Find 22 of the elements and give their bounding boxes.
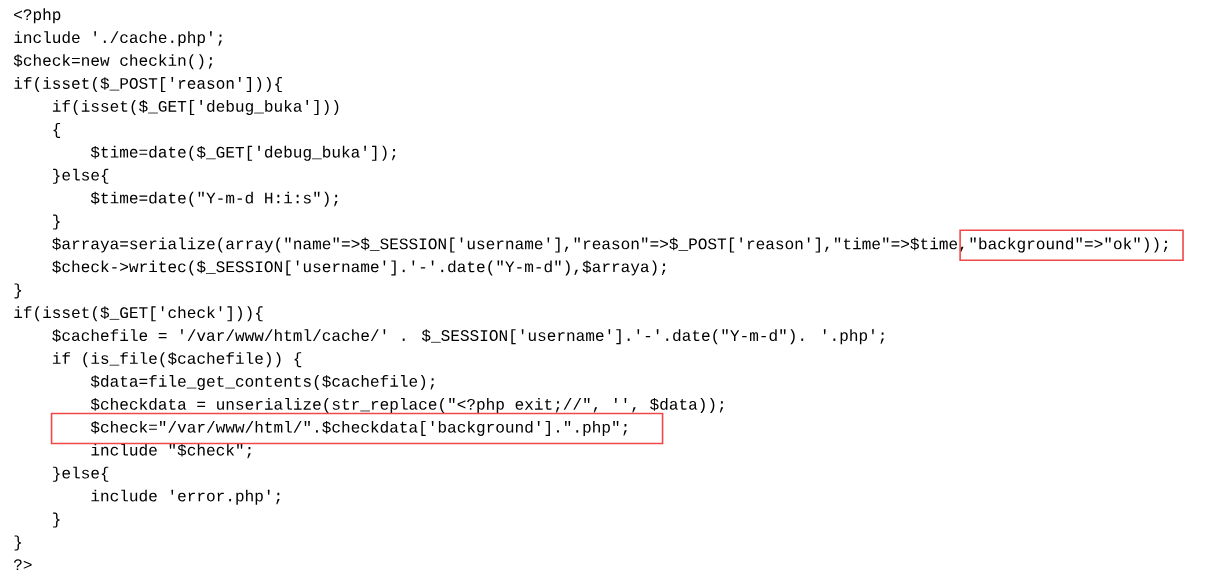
code-line: if(isset($_GET['debug_buka'])) xyxy=(52,100,339,115)
code-line: $time=date($_GET['debug_buka']); xyxy=(90,145,396,161)
code-line: $check=new checkin(); xyxy=(13,54,213,70)
code-line: } xyxy=(53,214,60,230)
code-line: { xyxy=(53,122,61,138)
code-line: ?> xyxy=(13,559,32,571)
code-line: }else{ xyxy=(53,168,109,184)
code-line: include 'error.php'; xyxy=(91,489,280,505)
code-line: $cachefile = '/var/www/html/cache/' . $_SESSION['username'].'-'.date("Y-m-d"). '.php'; xyxy=(52,329,884,345)
code-line: if(isset($_GET['check'])){ xyxy=(14,306,263,322)
code-line: if (is_file($cachefile)) { xyxy=(52,352,302,368)
code-line: <?php xyxy=(14,8,61,24)
code-line: } xyxy=(53,512,60,528)
code-line: } xyxy=(14,283,22,299)
code-line: if(isset($_POST['reason'])){ xyxy=(14,77,282,93)
code-line: $check->writec($_SESSION['username'].'-'.date("Y-m-d"),$arraya); xyxy=(52,260,666,276)
code-line: $data=file_get_contents($cachefile); xyxy=(90,375,434,391)
code-line: } xyxy=(14,535,22,551)
code-line: include './cache.php'; xyxy=(14,31,222,47)
code-line: }else{ xyxy=(53,466,109,482)
highlight-box: $check="/var/www/html/".$checkdata['background'].".php"; xyxy=(50,412,664,445)
code-line: $time=date("Y-m-d H:i:s"); xyxy=(90,191,338,207)
